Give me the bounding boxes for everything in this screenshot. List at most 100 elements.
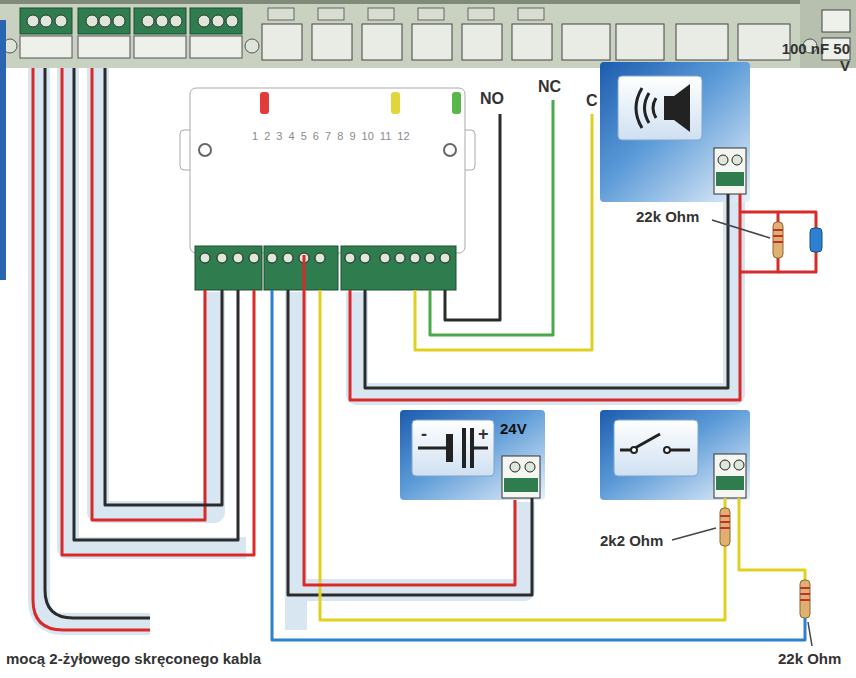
siren-box [714, 148, 746, 194]
wire [272, 290, 805, 640]
wire [365, 194, 728, 388]
control-panel [190, 36, 242, 58]
control-panel [20, 8, 72, 34]
siren-box [618, 76, 702, 140]
control-panel [676, 24, 728, 60]
siren-box [716, 172, 744, 186]
capacitor-symbol [810, 228, 822, 252]
switch-box [720, 460, 730, 470]
siren-box [664, 96, 674, 120]
polarity-sign: + [478, 424, 489, 445]
control-panel [262, 24, 302, 60]
siren-box [732, 155, 742, 165]
power-supply-box: 24V [400, 410, 545, 500]
control-panel [318, 8, 344, 20]
alarm-module [199, 144, 211, 156]
control-panel [78, 36, 130, 58]
siren-box [718, 155, 728, 165]
voltage-label: 24V [500, 420, 527, 437]
resistor-symbol [720, 508, 730, 546]
label-holder: 22k Ohm [636, 208, 699, 225]
alarm-module [452, 92, 461, 114]
control-panel [99, 15, 111, 27]
alarm-module [195, 246, 262, 290]
control-panel [156, 15, 168, 27]
switch-box [614, 420, 698, 476]
leader-line [808, 622, 812, 646]
control-panel [616, 24, 664, 60]
control-panel [468, 8, 494, 20]
label-holder: C [586, 92, 598, 110]
alarm-module [200, 253, 210, 263]
alarm-module [283, 253, 293, 263]
alarm-module [315, 253, 325, 263]
label-holder: NC [538, 78, 561, 96]
power-supply-box [510, 462, 520, 472]
alarm-module [360, 253, 370, 263]
control-panel [226, 15, 238, 27]
control-panel [362, 24, 402, 60]
control-panel [512, 24, 552, 60]
control-panel [462, 24, 502, 60]
alarm-module [444, 144, 456, 156]
alarm-module [217, 253, 227, 263]
control-panel [86, 15, 98, 27]
alarm-module [299, 253, 309, 263]
alarm-module [391, 92, 400, 114]
power-supply-box [470, 428, 474, 468]
alarm-module [249, 253, 259, 263]
component-value: 22k Ohm [636, 208, 699, 225]
control-panel [412, 24, 452, 60]
capacitor-symbol [810, 228, 822, 252]
control-panel [55, 15, 67, 27]
alarm-module [380, 253, 390, 263]
power-supply-box [504, 478, 538, 492]
power-supply-box [412, 420, 494, 476]
switch-box [600, 410, 750, 500]
wire [320, 290, 725, 620]
switch-box [631, 447, 637, 453]
alarm-module [264, 246, 338, 290]
control-panel [418, 8, 444, 20]
alarm-module [440, 253, 450, 263]
wire [415, 114, 592, 350]
siren-box [600, 62, 750, 202]
power-supply-box [462, 428, 466, 468]
wire [92, 68, 205, 520]
wire [445, 114, 500, 320]
leader-line [712, 220, 770, 238]
control-panel [20, 36, 72, 58]
alarm-module [341, 246, 456, 290]
resistor-symbol [804, 618, 807, 628]
wire [33, 68, 816, 640]
switch-box [734, 460, 744, 470]
resistor-symbol [800, 580, 810, 618]
terminal-label: C [586, 92, 598, 110]
alarm-module [395, 253, 405, 263]
label-holder: 22k Ohm [778, 650, 841, 667]
control-panel [800, 0, 856, 68]
control-panel [312, 24, 352, 60]
power-supply-box [400, 410, 545, 500]
siren-box [674, 84, 690, 132]
alarm-module [180, 88, 475, 290]
wire [430, 100, 553, 335]
power-supply-box [400, 410, 545, 500]
caption-note: mocą 2-żyłowego skręconego kabla [4, 650, 263, 667]
control-panel [803, 39, 817, 53]
terminal-label: NC [538, 78, 561, 96]
wire [74, 68, 238, 540]
control-panel [190, 8, 242, 34]
control-panel [198, 15, 210, 27]
siren-box [600, 62, 750, 202]
label-holder: NO [480, 90, 504, 108]
power-supply-box [525, 462, 535, 472]
control-panel [113, 15, 125, 27]
alarm-module [267, 253, 277, 263]
alarm-module [233, 253, 243, 263]
control-panel [134, 8, 186, 34]
alarm-module: 1 2 3 4 5 6 7 8 9 10 11 12 [190, 88, 465, 253]
